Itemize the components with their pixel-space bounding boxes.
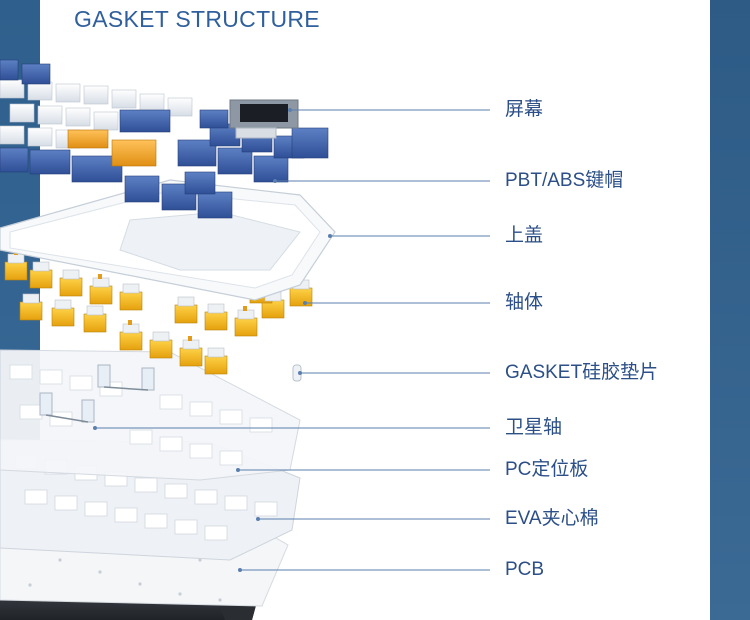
screen-module xyxy=(229,99,299,139)
label-pcb: PCB xyxy=(505,559,545,580)
switch-layer xyxy=(4,250,313,375)
leader-lines xyxy=(95,109,490,571)
right-edge-background xyxy=(710,0,750,620)
label-switches: 轴体 xyxy=(505,292,544,313)
label-gasket: GASKET硅胶垫片 xyxy=(505,362,659,383)
label-top-case: 上盖 xyxy=(505,225,544,246)
label-screen: 屏幕 xyxy=(505,99,544,120)
label-keycaps: PBT/ABS键帽 xyxy=(505,170,624,191)
top-case-layer xyxy=(0,179,336,301)
keycap-layer xyxy=(0,59,329,219)
page-title: GASKET STRUCTURE xyxy=(74,6,320,32)
stabilizer-plate-layer xyxy=(0,349,301,481)
label-stabilizers: 卫星轴 xyxy=(505,417,563,438)
label-foam: EVA夹心棉 xyxy=(505,508,599,529)
leader-dots xyxy=(93,108,332,572)
label-plate: PC定位板 xyxy=(505,459,589,480)
